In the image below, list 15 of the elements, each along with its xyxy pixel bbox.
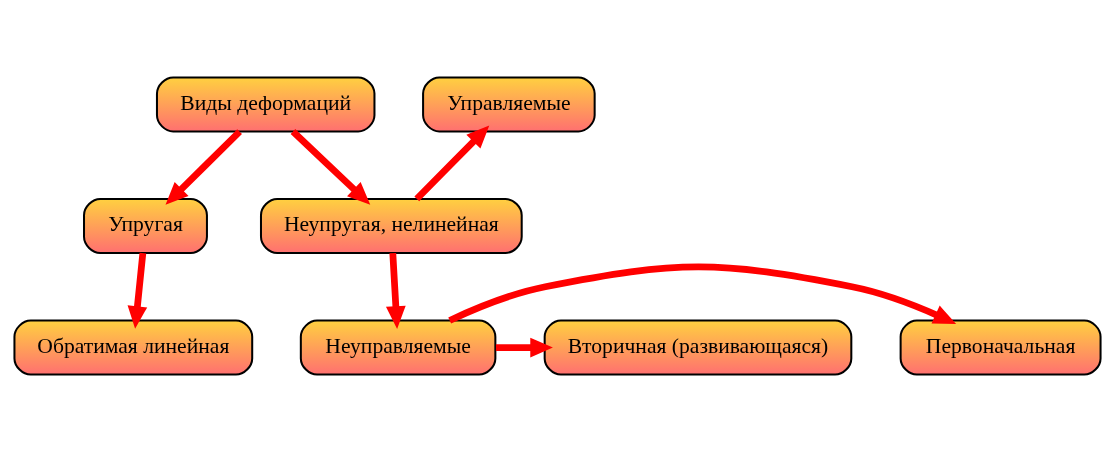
arrow [127,252,148,329]
node-box: Упругая [83,197,208,254]
arrow [495,337,553,357]
arrow [448,263,957,324]
node-box: Виды деформаций [155,75,376,132]
arrow [165,128,242,205]
node-box: Управляемые [422,75,596,132]
node-box: Вторичная (развивающаяся) [543,319,853,376]
node-box: Неупругая, нелинейная [259,197,523,254]
node-box: Неуправляемые [299,319,497,376]
node-box: Обратимая линейная [13,319,254,376]
node-box: Первоначальная [899,319,1102,376]
arrow [414,125,490,201]
arrow [290,128,371,205]
arrow [385,252,406,329]
